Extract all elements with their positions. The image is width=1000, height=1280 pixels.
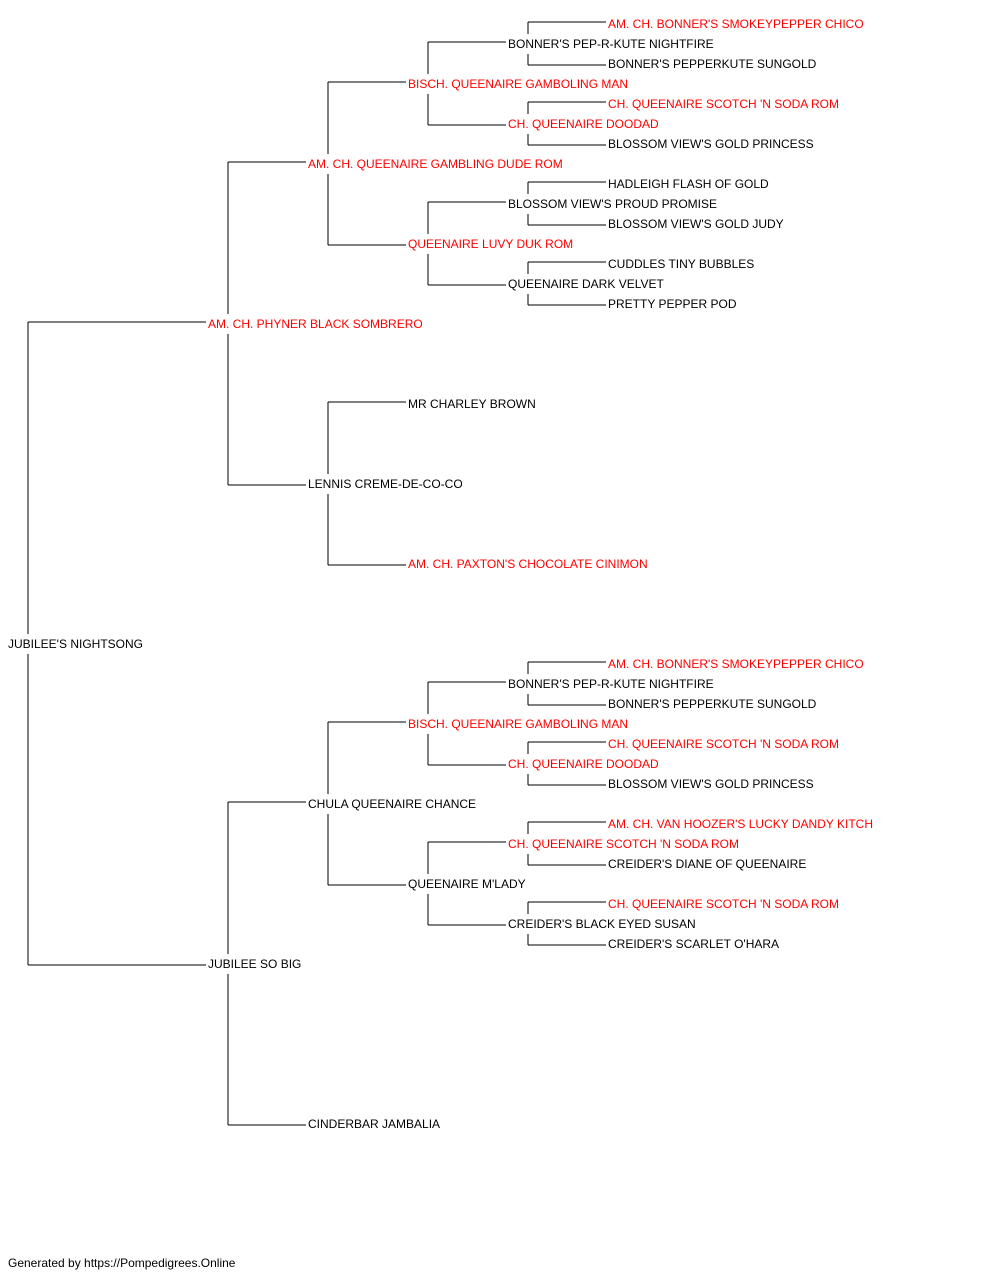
dog-name: BISCH. QUEENAIRE GAMBOLING MAN	[408, 77, 628, 91]
dog-name: BONNER'S PEP-R-KUTE NIGHTFIRE	[508, 37, 714, 51]
dog-name: CINDERBAR JAMBALIA	[308, 1117, 440, 1131]
dog-name: BLOSSOM VIEW'S GOLD PRINCESS	[608, 137, 814, 151]
dog-name: CH. QUEENAIRE SCOTCH 'N SODA ROM	[508, 837, 739, 851]
dog-name: AM. CH. PAXTON'S CHOCOLATE CINIMON	[408, 557, 648, 571]
dog-name: QUEENAIRE LUVY DUK ROM	[408, 237, 573, 251]
dog-name: BLOSSOM VIEW'S PROUD PROMISE	[508, 197, 717, 211]
dog-name: CREIDER'S BLACK EYED SUSAN	[508, 917, 696, 931]
dog-name: JUBILEE SO BIG	[208, 957, 301, 971]
dog-name: CH. QUEENAIRE DOODAD	[508, 117, 659, 131]
dog-name: CH. QUEENAIRE SCOTCH 'N SODA ROM	[608, 97, 839, 111]
dog-name: AM. CH. BONNER'S SMOKEYPEPPER CHICO	[608, 657, 864, 671]
dog-name: MR CHARLEY BROWN	[408, 397, 536, 411]
dog-name: BLOSSOM VIEW'S GOLD PRINCESS	[608, 777, 814, 791]
dog-name: BONNER'S PEP-R-KUTE NIGHTFIRE	[508, 677, 714, 691]
dog-name: CH. QUEENAIRE DOODAD	[508, 757, 659, 771]
dog-name: QUEENAIRE DARK VELVET	[508, 277, 664, 291]
dog-name: QUEENAIRE M'LADY	[408, 877, 526, 891]
dog-name: CH. QUEENAIRE SCOTCH 'N SODA ROM	[608, 737, 839, 751]
dog-name: BISCH. QUEENAIRE GAMBOLING MAN	[408, 717, 628, 731]
dog-name: CHULA QUEENAIRE CHANCE	[308, 797, 476, 811]
dog-name: LENNIS CREME-DE-CO-CO	[308, 477, 463, 491]
dog-name: BONNER'S PEPPERKUTE SUNGOLD	[608, 697, 817, 711]
dog-name: AM. CH. PHYNER BLACK SOMBRERO	[208, 317, 423, 331]
footer-credit: Generated by https://Pompedigrees.Online	[8, 1256, 236, 1270]
dog-name: JUBILEE'S NIGHTSONG	[8, 637, 143, 651]
dog-name: BLOSSOM VIEW'S GOLD JUDY	[608, 217, 784, 231]
dog-name: HADLEIGH FLASH OF GOLD	[608, 177, 769, 191]
dog-name: CH. QUEENAIRE SCOTCH 'N SODA ROM	[608, 897, 839, 911]
dog-name: AM. CH. QUEENAIRE GAMBLING DUDE ROM	[308, 157, 563, 171]
dog-name: AM. CH. BONNER'S SMOKEYPEPPER CHICO	[608, 17, 864, 31]
dog-name: BONNER'S PEPPERKUTE SUNGOLD	[608, 57, 817, 71]
dog-name: CREIDER'S SCARLET O'HARA	[608, 937, 779, 951]
dog-name: AM. CH. VAN HOOZER'S LUCKY DANDY KITCH	[608, 817, 873, 831]
dog-name: CREIDER'S DIANE OF QUEENAIRE	[608, 857, 806, 871]
dog-name: CUDDLES TINY BUBBLES	[608, 257, 754, 271]
dog-name: PRETTY PEPPER POD	[608, 297, 737, 311]
